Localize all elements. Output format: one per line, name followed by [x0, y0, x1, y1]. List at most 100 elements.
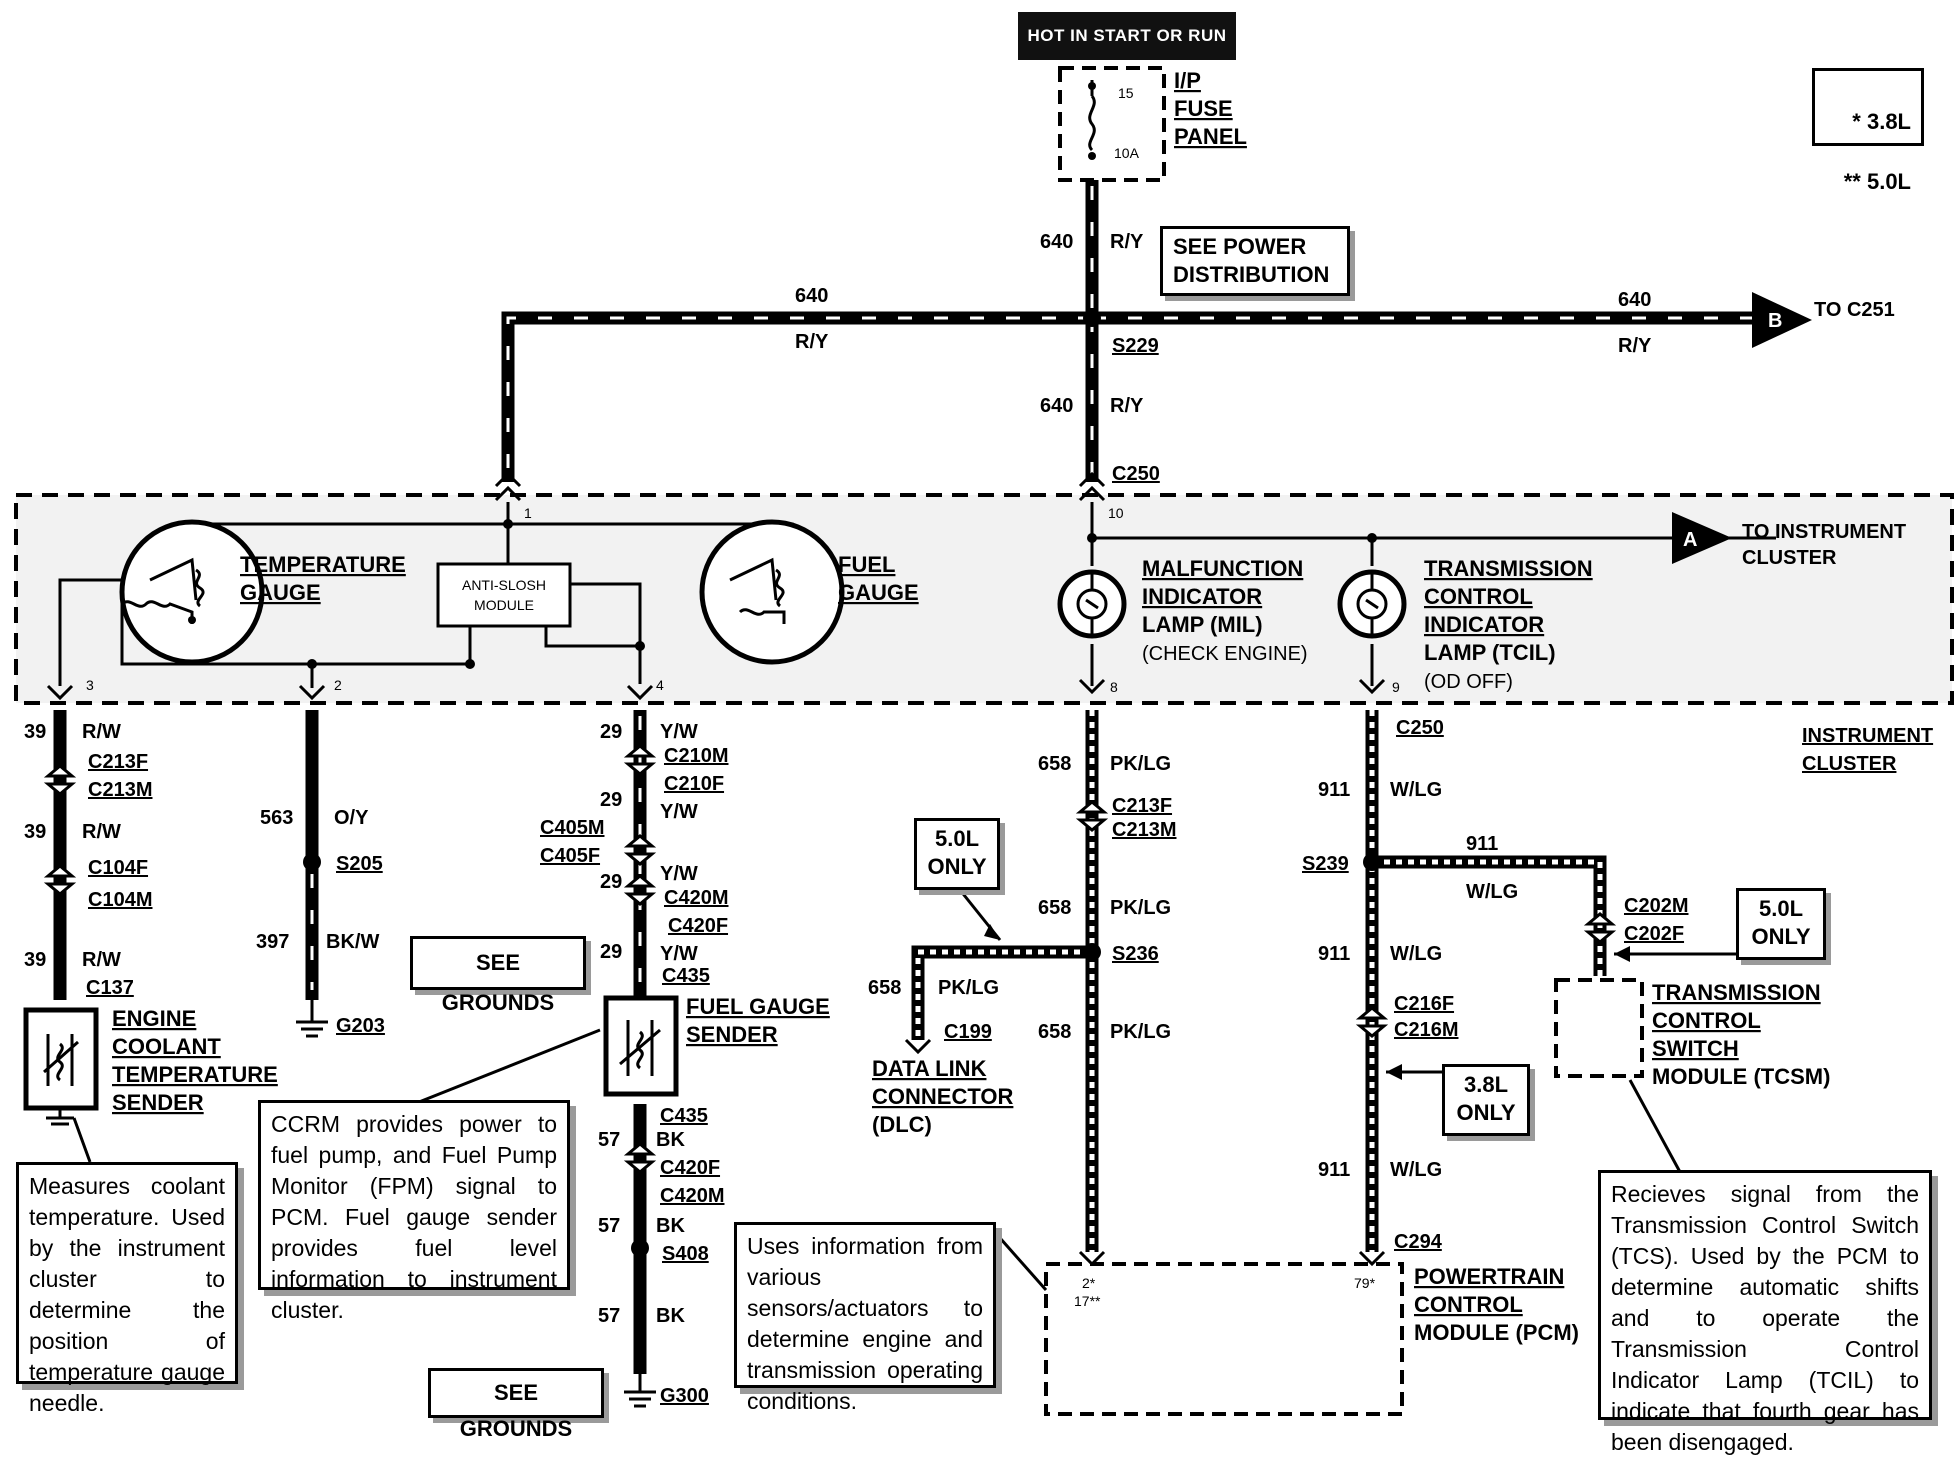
wire-rw-a: R/W: [82, 721, 121, 743]
pin-8: 8: [1110, 679, 1118, 695]
connector-b-label: B: [1768, 310, 1782, 332]
temperature-gauge-label-2: GAUGE: [240, 580, 321, 605]
pin-4: 4: [656, 677, 664, 693]
splice-s239-label: S239: [1302, 853, 1349, 875]
connector-c420m-b: C420M: [660, 1185, 724, 1207]
wire-wlg-d: W/LG: [1390, 1159, 1442, 1181]
pin-1: 1: [524, 505, 532, 521]
wire-yw-b: Y/W: [660, 801, 698, 823]
legend-row-1: * 3.8L: [1852, 109, 1911, 134]
splice-s239: [1363, 853, 1381, 871]
connector-c213m-a: C213M: [88, 779, 152, 801]
ect-label-1: ENGINE: [112, 1006, 196, 1031]
ect-label-4: SENDER: [112, 1090, 204, 1115]
connector-c216f: C216F: [1394, 993, 1454, 1015]
connector-c435-a: C435: [662, 965, 710, 987]
wire-ry-label-d: R/Y: [1110, 395, 1144, 417]
instrument-cluster-border: [14, 493, 1954, 705]
connector-c294: C294: [1394, 1231, 1443, 1253]
wire-640-label-c: 640: [1618, 289, 1651, 311]
pin-10: 10: [1108, 505, 1124, 521]
splice-s408: [631, 1239, 649, 1257]
wire-oy: O/Y: [334, 807, 369, 829]
tcil-label-4: LAMP (TCIL): [1424, 640, 1556, 665]
wire-bkw: BK/W: [326, 931, 379, 953]
wire-ry-label-b: R/Y: [795, 331, 829, 353]
tcil-label-5: (OD OFF): [1424, 671, 1513, 693]
dlc-label-3: (DLC): [872, 1112, 932, 1137]
fuse-name-3: PANEL: [1174, 124, 1247, 149]
legend-row-2: ** 5.0L: [1843, 169, 1911, 194]
wire-397: 397: [256, 931, 289, 953]
splice-s205-label: S205: [336, 853, 383, 875]
fuel-gauge: [699, 519, 845, 665]
ect-label-3: TEMPERATURE: [112, 1062, 278, 1087]
connector-c420m-a: C420M: [664, 887, 728, 909]
splice-s229-label: S229: [1112, 335, 1159, 357]
splice-s205: [303, 853, 321, 871]
tcsm-module: [1554, 978, 1644, 1078]
connector-c210m: C210M: [664, 745, 728, 767]
pin-9: 9: [1392, 679, 1400, 695]
pcm-pin-a: 2*: [1082, 1275, 1096, 1291]
ground-g203-symbol: [296, 1000, 328, 1038]
connector-c216m: C216M: [1394, 1019, 1458, 1041]
pointers: [72, 889, 1736, 1291]
fuse-symbol: [1088, 95, 1096, 152]
tcsm-label-4: MODULE (TCSM): [1652, 1064, 1830, 1089]
wire-ry-label-a: R/Y: [1110, 231, 1144, 253]
wire-bk-a: BK: [656, 1129, 685, 1151]
wire-911-a: 911: [1318, 779, 1350, 801]
see-grounds-box-2: SEE GROUNDS: [428, 1368, 604, 1441]
connector-a-label: A: [1683, 529, 1697, 551]
connector-c210f: C210F: [664, 773, 724, 795]
connector-c199: C199: [944, 1021, 992, 1043]
wire-658-c: 658: [868, 977, 901, 999]
tcil-label-3: INDICATOR: [1424, 612, 1544, 637]
fuel-gauge-sender-label-1: FUEL GAUGE: [686, 994, 830, 1019]
splice-s236: [1083, 943, 1101, 961]
pcm-label-3: MODULE (PCM): [1414, 1320, 1579, 1345]
wire-yw-a: Y/W: [660, 721, 698, 743]
mil-label-2: INDICATOR: [1142, 584, 1262, 609]
ect-label-2: COOLANT: [112, 1034, 221, 1059]
fuel-gauge-sender-label-2: SENDER: [686, 1022, 778, 1047]
mil-label-1: MALFUNCTION: [1142, 556, 1303, 581]
fuse-rating: 10A: [1114, 145, 1140, 161]
note-ccrm: CCRM provides power to fuel pump, and Fu…: [258, 1100, 570, 1323]
wire-wlg-b: W/LG: [1466, 881, 1518, 903]
connector-c420f-a: C420F: [668, 915, 728, 937]
fuse-number: 15: [1118, 85, 1134, 101]
tcil-label-2: CONTROL: [1424, 584, 1533, 609]
wire-658-d: 658: [1038, 1021, 1071, 1043]
legend-box: * 3.8L ** 5.0L: [1812, 68, 1924, 194]
wire-658-a: 658: [1038, 753, 1071, 775]
anti-slosh-label-1: ANTI-SLOSH: [462, 577, 546, 593]
to-c251-label: TO C251: [1814, 299, 1895, 321]
tcsm-label-3: SWITCH: [1652, 1036, 1739, 1061]
ground-g300-symbol: [624, 1374, 656, 1408]
connector-c405m: C405M: [540, 817, 604, 839]
connector-c104m: C104M: [88, 889, 152, 911]
wire-57-c: 57: [598, 1305, 620, 1327]
wire-911-c: 911: [1318, 943, 1350, 965]
wire-yw-d: Y/W: [660, 943, 698, 965]
splice-s408-label: S408: [662, 1243, 709, 1265]
connector-b-arrow: [1752, 292, 1812, 348]
connector-c213m-b: C213M: [1112, 819, 1176, 841]
note-ect: Measures coolant temperature. Used by th…: [16, 1162, 238, 1416]
wire-29-a: 29: [600, 721, 622, 743]
to-instrument-cluster-1: TO INSTRUMENT: [1742, 521, 1906, 543]
temperature-gauge: [119, 519, 265, 665]
pin-3: 3: [86, 677, 94, 693]
fuse-panel: [1058, 66, 1166, 182]
connector-c435-b: C435: [660, 1105, 708, 1127]
only-38l-box: 3.8L ONLY: [1442, 1064, 1530, 1136]
instrument-cluster-label-2: CLUSTER: [1802, 753, 1897, 775]
tcsm-label-1: TRANSMISSION: [1652, 980, 1821, 1005]
wire-39-a: 39: [24, 721, 46, 743]
only-50l-box-a: 5.0L ONLY: [914, 818, 1000, 890]
tcsm-label-2: CONTROL: [1652, 1008, 1761, 1033]
wire-29-c: 29: [600, 871, 622, 893]
hot-in-start-or-run-label: HOT IN START OR RUN: [1018, 12, 1236, 60]
